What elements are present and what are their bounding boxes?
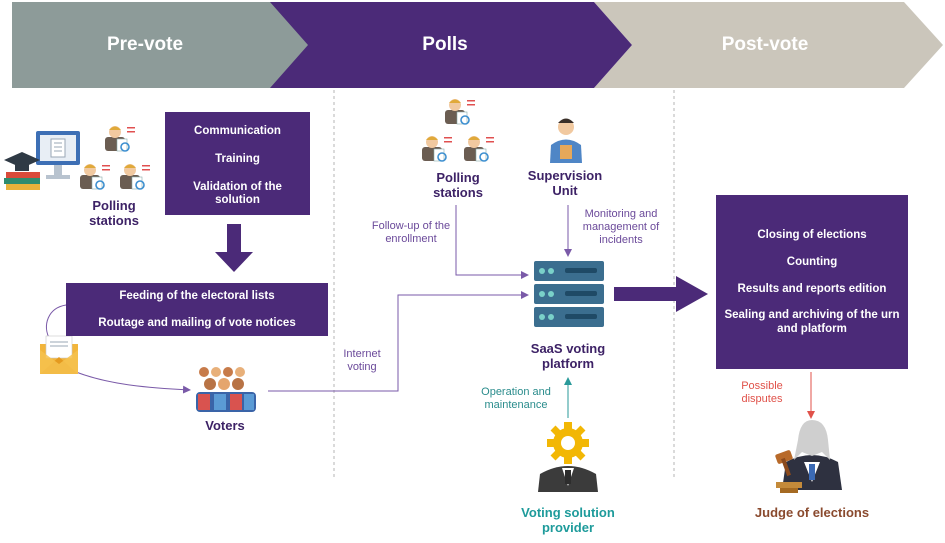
box-item-validation: Validation of the solution: [193, 180, 282, 207]
operation-note: Operation and maintenance: [481, 386, 551, 412]
graduation-cap-icon: [4, 152, 40, 171]
box-item-results: Results and reports edition: [737, 282, 887, 295]
provider-person-icon: [538, 466, 598, 492]
polling-agent-icon: [105, 126, 135, 152]
disputes-note: Possible disputes: [741, 380, 783, 406]
connector-voters-to-platform: [268, 291, 529, 392]
box-item-closing: Closing of elections: [757, 229, 867, 241]
provider-label: Voting solution provider: [521, 505, 615, 535]
server-icon: [534, 261, 604, 327]
supervision-unit-label: Supervision Unit: [527, 168, 603, 198]
polling-agent-icon: [464, 136, 494, 162]
phase-chevron-post-vote: [594, 2, 943, 88]
right-arrow: [614, 276, 708, 312]
box-item-training: Training: [215, 152, 260, 165]
box-item-routage: Routage and mailing of vote notices: [98, 316, 296, 329]
box-item-feeding-lists: Feeding of the electoral lists: [119, 290, 275, 302]
judge-icon: [782, 420, 842, 490]
monitor-icon: [36, 131, 80, 179]
polling-stations-label: Polling stations: [89, 198, 139, 228]
preparation-box: Communication Training Validation of the…: [165, 112, 310, 215]
gavel-icon: [775, 450, 802, 493]
voters-group-icon: [196, 367, 256, 412]
down-arrow: [215, 224, 253, 272]
phase-chevron-polls: [270, 2, 632, 88]
monitoring-note: Monitoring and management of incidents: [582, 208, 660, 247]
post-vote-box: Closing of elections Counting Results an…: [716, 195, 908, 369]
platform-label: SaaS voting platform: [530, 341, 606, 371]
judge-label: Judge of elections: [754, 505, 870, 520]
polling-agent-icon: [445, 99, 475, 125]
box-item-communication: Communication: [194, 125, 281, 137]
gear-icon: [547, 422, 589, 464]
polling-agent-icon: [422, 136, 452, 162]
electoral-lists-box: Feeding of the electoral lists Routage a…: [66, 283, 328, 336]
polling-agent-icon: [80, 164, 110, 190]
books-icon: [4, 172, 40, 190]
internet-voting-note: Internet voting: [343, 348, 381, 374]
phase-title-pre-vote: Pre-vote: [106, 34, 184, 55]
connector-lists-to-envelope: [46, 304, 67, 341]
phase-title-post-vote: Post-vote: [721, 34, 809, 55]
box-item-counting: Counting: [786, 255, 838, 268]
phase-title-polls: Polls: [422, 34, 468, 55]
polling-agent-icon: [120, 164, 150, 190]
voters-label: Voters: [205, 418, 245, 433]
connector-envelope-to-voters: [75, 371, 191, 394]
connector-stations-to-platform: [455, 205, 529, 279]
followup-note: Follow-up of the enrollment: [371, 220, 451, 246]
phase-chevron-pre-vote: [12, 2, 336, 88]
supervisor-icon: [550, 118, 582, 163]
polls-polling-stations-label: Polling stations: [433, 170, 483, 200]
envelope-icon: [40, 335, 78, 374]
box-item-sealing: Sealing and archiving of the urn and pla…: [724, 309, 900, 336]
